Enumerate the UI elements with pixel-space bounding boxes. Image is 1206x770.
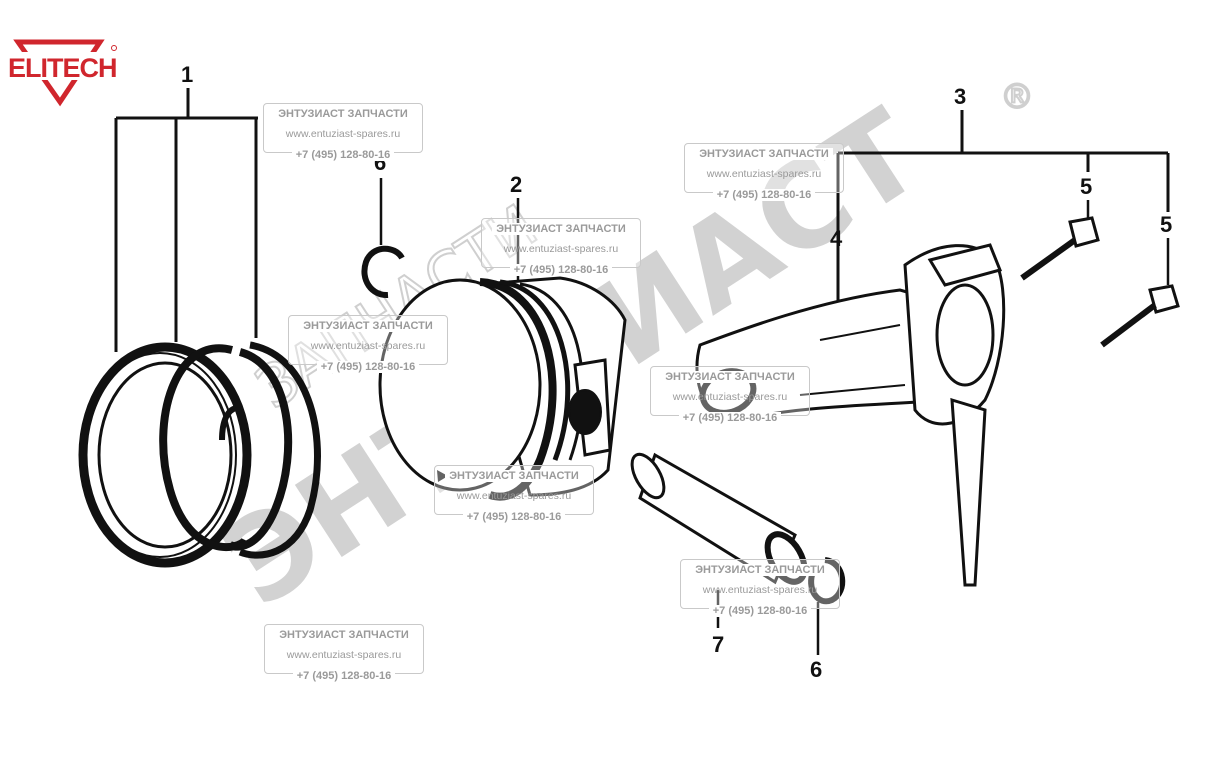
callout-7: 7 xyxy=(712,632,724,657)
callout-5-right: 5 xyxy=(1160,212,1172,237)
watermark-box: ЭНТУЗИАСТ ЗАПЧАСТИ www.entuziast-spares.… xyxy=(434,465,594,523)
watermark-box-url: www.entuziast-spares.ru xyxy=(503,243,619,255)
watermark-box-title: ЭНТУЗИАСТ ЗАПЧАСТИ xyxy=(299,320,437,332)
watermark-box: ЭНТУЗИАСТ ЗАПЧАСТИ www.entuziast-spares.… xyxy=(288,315,448,373)
part-piston xyxy=(378,198,627,501)
watermark-box-url: www.entuziast-spares.ru xyxy=(285,128,401,140)
part-bolt-lower xyxy=(1100,238,1180,348)
watermark-box: ЭНТУЗИАСТ ЗАПЧАСТИ www.entuziast-spares.… xyxy=(481,218,641,276)
watermark-box-phone: +7 (495) 128-80-16 xyxy=(712,189,816,201)
part-circlip-upper xyxy=(361,178,405,298)
part-piston-rings xyxy=(78,88,321,568)
callout-2: 2 xyxy=(510,172,522,197)
watermark-box-title: ЭНТУЗИАСТ ЗАПЧАСТИ xyxy=(661,371,799,383)
logo-text: ELITECH xyxy=(8,53,117,83)
watermark-box-phone: +7 (495) 128-80-16 xyxy=(509,264,613,276)
watermark-box: ЭНТУЗИАСТ ЗАПЧАСТИ www.entuziast-spares.… xyxy=(650,366,810,424)
watermark-box-phone: +7 (495) 128-80-16 xyxy=(291,149,395,161)
elitech-logo: ELITECH xyxy=(6,39,118,107)
callout-6-bottom: 6 xyxy=(810,657,822,682)
part-bolt-upper xyxy=(1020,200,1100,281)
watermark-box-title: ЭНТУЗИАСТ ЗАПЧАСТИ xyxy=(445,470,583,482)
watermark-box-url: www.entuziast-spares.ru xyxy=(706,168,822,180)
watermark-box-title: ЭНТУЗИАСТ ЗАПЧАСТИ xyxy=(274,108,412,120)
watermark-box-url: www.entuziast-spares.ru xyxy=(456,490,572,502)
watermark-box-phone: +7 (495) 128-80-16 xyxy=(708,605,812,617)
callout-1: 1 xyxy=(181,62,193,87)
watermark-box-title: ЭНТУЗИАСТ ЗАПЧАСТИ xyxy=(695,148,833,160)
watermark-box-title: ЭНТУЗИАСТ ЗАПЧАСТИ xyxy=(492,223,630,235)
watermark-box: ЭНТУЗИАСТ ЗАПЧАСТИ www.entuziast-spares.… xyxy=(680,559,840,617)
callout-4: 4 xyxy=(830,226,843,251)
watermark-box: ЭНТУЗИАСТ ЗАПЧАСТИ www.entuziast-spares.… xyxy=(263,103,423,161)
callout-5-left: 5 xyxy=(1080,174,1092,199)
logo-registered-icon xyxy=(111,45,117,51)
watermark-box-url: www.entuziast-spares.ru xyxy=(286,649,402,661)
watermark-box-phone: +7 (495) 128-80-16 xyxy=(292,670,396,682)
watermark-box-url: www.entuziast-spares.ru xyxy=(672,391,788,403)
callout-3: 3 xyxy=(954,84,966,109)
watermark-box-url: www.entuziast-spares.ru xyxy=(310,340,426,352)
watermark-box-title: ЭНТУЗИАСТ ЗАПЧАСТИ xyxy=(275,629,413,641)
watermark-box-phone: +7 (495) 128-80-16 xyxy=(316,361,420,373)
watermark-box-phone: +7 (495) 128-80-16 xyxy=(462,511,566,523)
watermark-box: ЭНТУЗИАСТ ЗАПЧАСТИ www.entuziast-spares.… xyxy=(684,143,844,201)
part-circlip-lower xyxy=(808,557,846,655)
watermark-box-url: www.entuziast-spares.ru xyxy=(702,584,818,596)
watermark-box: ЭНТУЗИАСТ ЗАПЧАСТИ www.entuziast-spares.… xyxy=(264,624,424,682)
logo-text-bg xyxy=(6,52,114,80)
watermark-box-title: ЭНТУЗИАСТ ЗАПЧАСТИ xyxy=(691,564,829,576)
watermark-registered: ® xyxy=(1000,77,1034,117)
watermark-box-phone: +7 (495) 128-80-16 xyxy=(678,412,782,424)
part-connecting-rod xyxy=(695,110,1170,587)
